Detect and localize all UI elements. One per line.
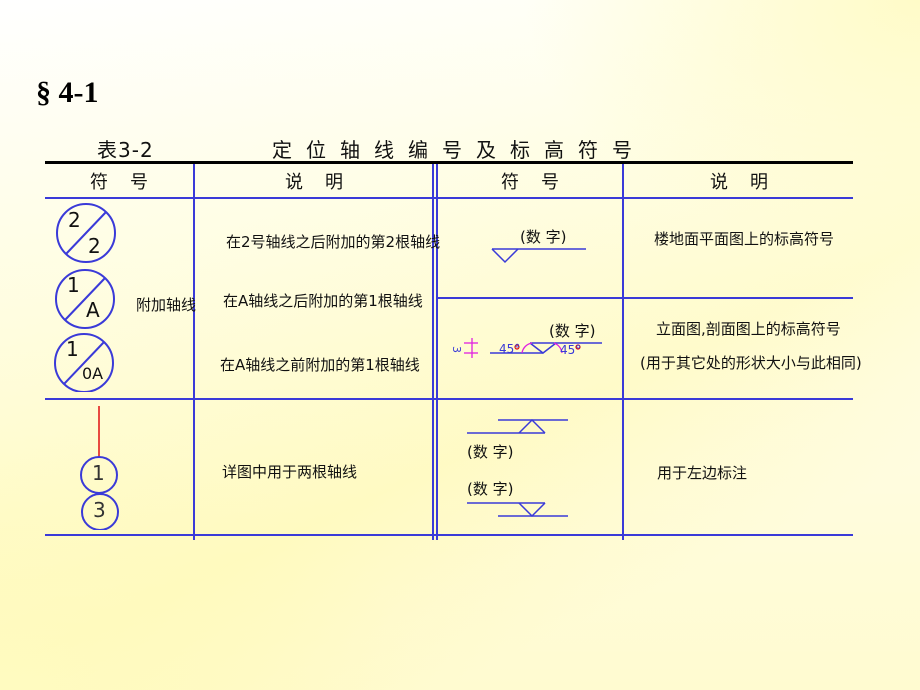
column-divider-double [436, 164, 438, 540]
angle-label-left: 45° [499, 342, 521, 356]
detail-axis-3: 3 [93, 498, 106, 522]
column-divider-double [432, 164, 434, 540]
column-divider [193, 164, 195, 540]
column-divider [622, 164, 624, 540]
floor-elevation-symbol [491, 248, 586, 264]
header-left-symbol: 符号 [90, 172, 170, 193]
description: 立面图,剖面图上的标高符号 [656, 320, 841, 338]
dimension-label: 3 [450, 346, 463, 353]
header-left-desc: 说明 [285, 172, 365, 193]
description: 在2号轴线之后附加的第2根轴线 [226, 233, 441, 251]
section-elevation-symbol [464, 338, 602, 358]
detail-axis-symbols [80, 406, 119, 530]
description: 楼地面平面图上的标高符号 [654, 230, 835, 248]
header-right-symbol: 符号 [501, 172, 581, 193]
header-divider [45, 197, 853, 199]
section-title: § 4-1 [36, 76, 99, 109]
description-note: (用于其它处的形状大小与此相同) [640, 354, 862, 372]
detail-axis-1: 1 [92, 461, 105, 485]
background-tint [0, 430, 420, 690]
description: 在A轴线之前附加的第1根轴线 [220, 356, 420, 374]
angle-label-right: 45° [560, 343, 582, 357]
axis-circle-3-top: 1 [66, 337, 79, 361]
axis-circle-2-bottom: A [86, 298, 100, 322]
background-tint [520, 0, 920, 260]
description: 在A轴线之后附加的第1根轴线 [223, 292, 423, 310]
description: 用于左边标注 [657, 464, 748, 482]
axis-circle-3-bottom: 0A [82, 364, 104, 383]
axis-circle-2-top: 1 [67, 273, 80, 297]
row-divider [45, 398, 853, 400]
table-title: 定位轴线编号及标高符号 [272, 138, 646, 162]
header-right-desc: 说明 [710, 172, 790, 193]
elevation-number-label: (数 字) [467, 480, 514, 498]
table-top-rule [45, 161, 853, 164]
table-caption: 表3-2 [97, 138, 154, 162]
description: 详图中用于两根轴线 [222, 463, 358, 481]
table-bottom-rule [45, 534, 853, 536]
elevation-number-label: (数 字) [467, 443, 514, 461]
left-annotation-symbols [467, 418, 568, 518]
axis-circle-1-top: 2 [68, 208, 81, 232]
row-divider [436, 297, 853, 299]
additional-axis-symbols [54, 203, 116, 392]
group-label: 附加轴线 [136, 296, 197, 314]
elevation-number-label: (数 字) [520, 228, 567, 246]
axis-circle-1-bottom: 2 [88, 234, 101, 258]
elevation-number-label: (数 字) [549, 322, 596, 340]
